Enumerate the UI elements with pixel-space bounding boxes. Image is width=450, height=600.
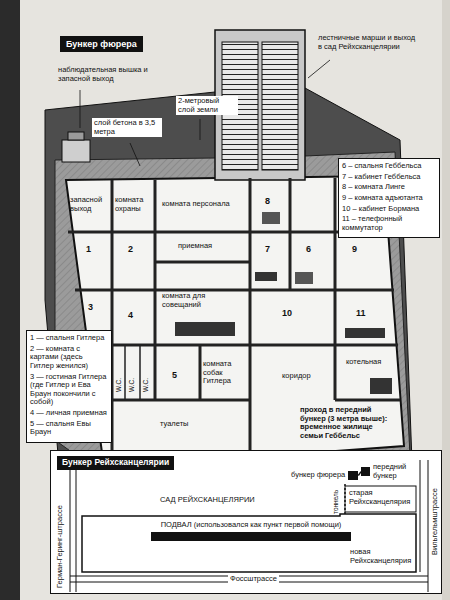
map-label: Герман-Геринг-штрассе (56, 505, 65, 588)
bunker-marker: передний бункер (361, 463, 415, 480)
leader-line (80, 90, 81, 128)
node-text: 4 — личная приемная (30, 409, 108, 418)
layer-label: лестничные марши и выход в сад Рейхсканц… (318, 34, 418, 51)
callout-number: 4 (128, 310, 133, 320)
desk (255, 272, 277, 281)
key-box: 1 — спальня Гитлера 2 — комната с картами… (26, 330, 112, 443)
layer-label: 2-метровый слой земли (176, 96, 238, 115)
old-chancellery-outline (345, 486, 416, 512)
node-text: передний бункер (373, 463, 415, 480)
leader-line (200, 119, 201, 140)
inset-heading: Бункер Рейхсканцелярии (57, 456, 174, 470)
leader-line (130, 143, 140, 166)
node-text: 7 – кабинет Геббельса (342, 173, 436, 182)
wall (155, 261, 250, 264)
callout-number: 5 (172, 370, 177, 380)
room-label: W.C. (128, 378, 135, 392)
leader-line (308, 60, 330, 78)
basement-band (151, 532, 351, 541)
callout-number: 2 (128, 244, 133, 254)
node-text: 1 — спальня Гитлера (30, 334, 108, 343)
street-line (420, 460, 421, 572)
room-label: W.C. (142, 378, 149, 392)
node-text: 5 — спальня Евы Браун (30, 420, 108, 437)
room-label: комната собак Гитлера (203, 360, 247, 386)
wall (75, 289, 394, 292)
wall (334, 178, 337, 400)
basement-band: ПОДВАЛ (использовался как пункт первой п… (151, 521, 351, 541)
boiler (370, 378, 392, 394)
inset-frame: Бункер Рейхсканцелярии бункер фюрера перед… (50, 450, 442, 594)
map-label: новая Рейхсканцелярия (350, 548, 412, 565)
room-label: коридор (282, 372, 327, 381)
callout-number: 7 (265, 244, 270, 254)
node-text: 6 – спальня Геббельса (342, 162, 436, 171)
inset-map (70, 460, 428, 592)
callout-number: 8 (265, 196, 270, 206)
conference-table (175, 322, 235, 336)
bed (262, 212, 280, 224)
map-label: Вильгельмштрассе (431, 488, 440, 555)
node-text: 2 — комната с картами (здесь Гитлер жени… (30, 345, 108, 371)
node-text: 8 – комната Линге (342, 183, 436, 192)
map-label: САД РЕЙХСКАНЦЕЛЯРИИ (160, 496, 280, 505)
wall (124, 345, 126, 400)
room-label: туалеты (160, 420, 205, 429)
watchtower (62, 140, 90, 162)
callout-number: 11 (356, 308, 366, 318)
switchboard (345, 328, 385, 338)
room-label: запасной выход (70, 196, 110, 213)
room-label: приемная (178, 242, 238, 251)
callout-number: 9 (352, 244, 357, 254)
callout-number: 1 (86, 244, 91, 254)
street-line (70, 470, 71, 592)
title: Бункер фюрера (60, 36, 143, 52)
key-box: 6 – спальня Геббельса 7 – кабинет Геббель… (338, 158, 440, 238)
next-page-edge (442, 0, 450, 600)
stair-flight (262, 42, 298, 170)
node-text: 3 — гостиная Гитлера (где Гитлер и Ева Б… (30, 373, 108, 408)
wall (154, 180, 157, 400)
bunker-marker (361, 467, 370, 476)
wall (289, 178, 292, 290)
watchtower-top (68, 132, 84, 140)
wall (139, 345, 141, 400)
node-text: 11 – телефонный коммутатор (342, 215, 436, 232)
layer-label: слой бетона в 3,5 метра (92, 118, 162, 137)
callout-number: 10 (282, 308, 292, 318)
street-line (428, 460, 429, 592)
callout-number: 6 (306, 244, 311, 254)
wall (335, 399, 400, 402)
inset-background (50, 450, 442, 594)
callout-number: 3 (88, 302, 93, 312)
street-line (76, 470, 77, 592)
leader-lines (80, 60, 330, 166)
new-chancellery-outline (82, 514, 416, 572)
map-label: старая Рейхсканцелярия (349, 489, 413, 506)
bunker-marker (348, 471, 358, 480)
wall (112, 399, 250, 402)
room-label: комната персонала (162, 200, 244, 209)
room-label: проход в передний бункер (3 метра выше):… (300, 406, 396, 441)
room-label: комната охраны (115, 196, 153, 213)
bunker-marker: бункер фюрера (291, 471, 358, 480)
wall (249, 178, 252, 460)
tunnel-line (344, 484, 346, 514)
wall (199, 345, 202, 400)
node-text: ПОДВАЛ (использовался как пункт первой п… (151, 521, 351, 530)
room-label: W.C. (115, 378, 122, 392)
bed (295, 272, 313, 284)
map-label: тоннель (332, 490, 339, 514)
node-text: 9 – комната адъютанта (342, 194, 436, 203)
room-label: котельная (346, 358, 391, 367)
book-edge (0, 0, 20, 600)
node-text: бункер фюрера (291, 471, 345, 480)
layer-label: наблюдательная вышка и запасной выход (58, 66, 153, 83)
room-label: комната для совещаний (162, 292, 244, 309)
map-label: Фоссштрассе (228, 574, 279, 585)
node-text: 10 – кабинет Бормана (342, 205, 436, 214)
